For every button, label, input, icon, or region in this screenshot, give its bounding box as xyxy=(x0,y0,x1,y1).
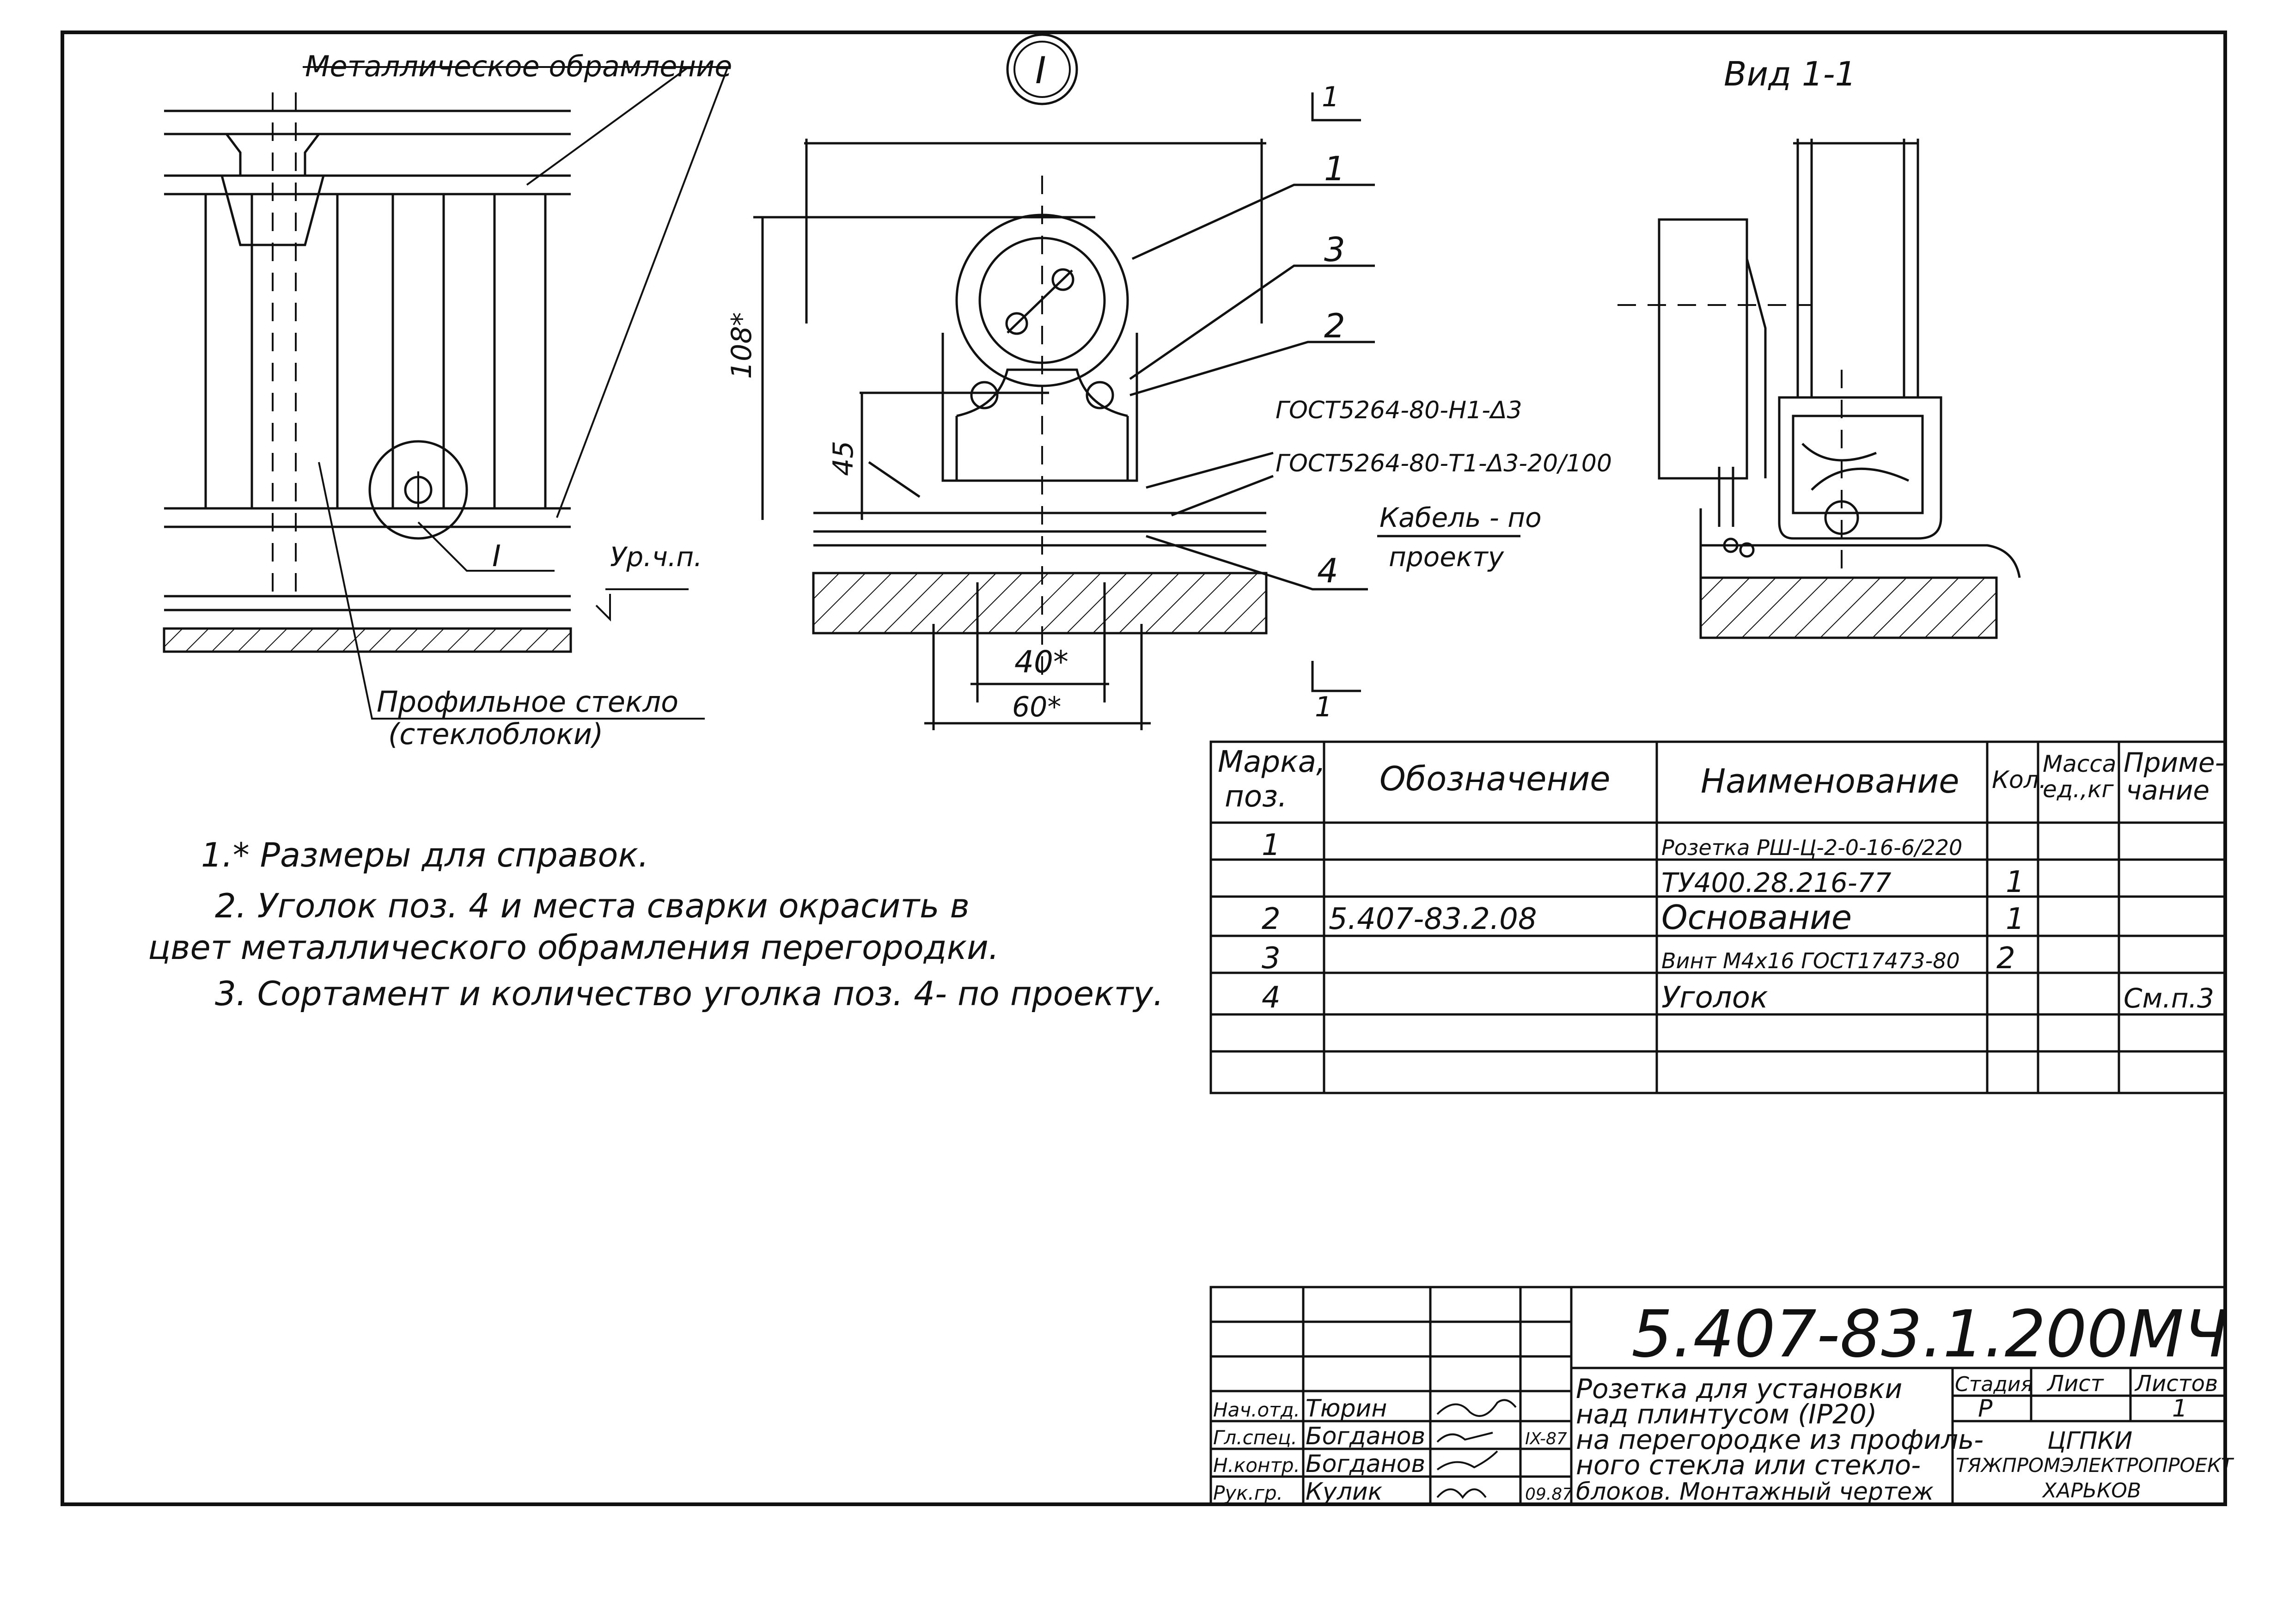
row-3-name: Основание xyxy=(1661,898,1852,937)
pos-2-label: 2 xyxy=(1324,306,1345,345)
sheets-label: Листов xyxy=(2134,1371,2218,1397)
row-5-name: Уголок xyxy=(1661,981,1768,1015)
title-line-4: ного стекла или стекло- xyxy=(1576,1449,1921,1481)
callout-I-label: I xyxy=(492,539,501,574)
org-line-1: ЦГПКИ xyxy=(2047,1427,2132,1455)
note-3: 3. Сортамент и количество уголка поз. 4-… xyxy=(215,974,1164,1013)
title-line-2: над плинтусом (IP20) xyxy=(1576,1398,1877,1430)
signature-1 xyxy=(1436,1399,1517,1417)
cable-note-2: проекту xyxy=(1389,541,1504,573)
dim-60: 60* xyxy=(1012,691,1061,723)
detail-I: I xyxy=(726,33,1612,730)
row-1-pos: 1 xyxy=(1262,828,1281,862)
row-3-qty: 1 xyxy=(2006,902,2025,936)
row-5-note: См.п.3 xyxy=(2124,983,2214,1014)
plan-detail: Металлическое обрамление I Ур.ч.п. Профи… xyxy=(163,49,732,751)
th-note-2: чание xyxy=(2126,775,2210,806)
org-line-2: ТЯЖПРОМЭЛЕКТРОПРОЕКТ xyxy=(1956,1454,2234,1477)
name-3: Богданов xyxy=(1306,1450,1425,1478)
section-view: Вид 1-1 xyxy=(1617,55,2021,639)
row-4-qty: 2 xyxy=(1996,941,2015,976)
row-5-pos: 4 xyxy=(1262,981,1281,1015)
th-mass: Масса xyxy=(2043,751,2116,777)
title-block: 5.407-83.1.200МЧ Розетка для установки н… xyxy=(1209,1286,2234,1506)
role-3: Н.контр. xyxy=(1213,1454,1300,1477)
frame-label: Металлическое обрамление xyxy=(305,49,732,83)
stage-value: Р xyxy=(1978,1395,1993,1423)
sheet-label: Лист xyxy=(2046,1371,2105,1397)
pos-1-label: 1 xyxy=(1324,149,1345,188)
th-qty: Кол. xyxy=(1992,766,2047,794)
stage-label: Стадия xyxy=(1955,1373,2033,1396)
name-4: Кулик xyxy=(1306,1478,1383,1506)
title-line-1: Розетка для установки xyxy=(1576,1373,1902,1404)
row-1-name: Розетка РШ-Ц-2-0-16-6/220 xyxy=(1661,835,1962,860)
name-1: Тюрин xyxy=(1306,1395,1387,1423)
doc-code: 5.407-83.1.200МЧ xyxy=(1631,1297,2228,1372)
role-1: Нач.отд. xyxy=(1213,1398,1300,1421)
th-mass-2: ед.,кг xyxy=(2043,776,2114,803)
th-note: Приме- xyxy=(2124,747,2225,778)
th-mark-2: поз. xyxy=(1225,780,1287,814)
pos-3-label: 3 xyxy=(1324,230,1345,269)
glass-label-2: (стеклоблоки) xyxy=(388,717,603,751)
row-2-qty: 1 xyxy=(2006,865,2025,899)
org-line-3: ХАРЬКОВ xyxy=(2042,1479,2141,1502)
detail-callout xyxy=(1006,33,1078,105)
note-2a: 2. Уголок поз. 4 и места сварки окрасить… xyxy=(215,886,970,925)
th-designation: Обозначение xyxy=(1379,759,1611,798)
date-4: 09.87 xyxy=(1525,1485,1573,1504)
note-1: 1.* Размеры для справок. xyxy=(201,836,649,874)
date-2: IX-87 xyxy=(1525,1429,1567,1448)
role-2: Гл.спец. xyxy=(1213,1426,1297,1449)
row-4-name: Винт М4х16 ГОСТ17473-80 xyxy=(1661,948,1960,973)
dim-45: 45 xyxy=(827,441,860,476)
weld-note-2: ГОСТ5264-80-Т1-Δ3-20/100 xyxy=(1276,450,1612,477)
row-3-pos: 2 xyxy=(1262,902,1281,936)
detail-callout-symbol: I xyxy=(1035,49,1046,92)
weld-note-1: ГОСТ5264-80-Н1-Δ3 xyxy=(1276,397,1522,424)
signature-2 xyxy=(1436,1432,1493,1443)
cable-note: Кабель - по xyxy=(1379,502,1542,533)
spec-table: Марка, поз. Обозначение Наименование Кол… xyxy=(1209,740,2227,1094)
dim-108: 108* xyxy=(726,312,758,379)
th-mark: Марка, xyxy=(1218,745,1325,779)
title-line-3: на перегородке из профиль- xyxy=(1576,1424,1984,1455)
dim-40: 40* xyxy=(1014,644,1068,680)
th-name: Наименование xyxy=(1701,762,1959,800)
row-2-name: ТУ400.28.216-77 xyxy=(1661,867,1892,898)
section-mark-top: 1 xyxy=(1322,81,1339,113)
section-mark-bottom: 1 xyxy=(1315,691,1332,723)
notes: 1.* Размеры для справок. 2. Уголок поз. … xyxy=(148,836,1164,1013)
sheets-value: 1 xyxy=(2172,1395,2187,1423)
note-2b: цвет металлического обрамления перегород… xyxy=(148,928,999,967)
section-title: Вид 1-1 xyxy=(1724,55,1856,93)
floor-level-label: Ур.ч.п. xyxy=(610,541,702,573)
name-2: Богданов xyxy=(1306,1423,1425,1450)
title-line-5: блоков. Монтажный чертеж xyxy=(1576,1478,1934,1506)
role-4: Рук.гр. xyxy=(1213,1482,1283,1504)
signature-4 xyxy=(1436,1488,1487,1499)
row-3-designation: 5.407-83.2.08 xyxy=(1329,902,1537,936)
row-4-pos: 3 xyxy=(1262,941,1281,976)
pos-4-label: 4 xyxy=(1317,551,1338,590)
glass-label: Профильное стекло xyxy=(377,685,678,719)
signature-3 xyxy=(1436,1450,1498,1471)
